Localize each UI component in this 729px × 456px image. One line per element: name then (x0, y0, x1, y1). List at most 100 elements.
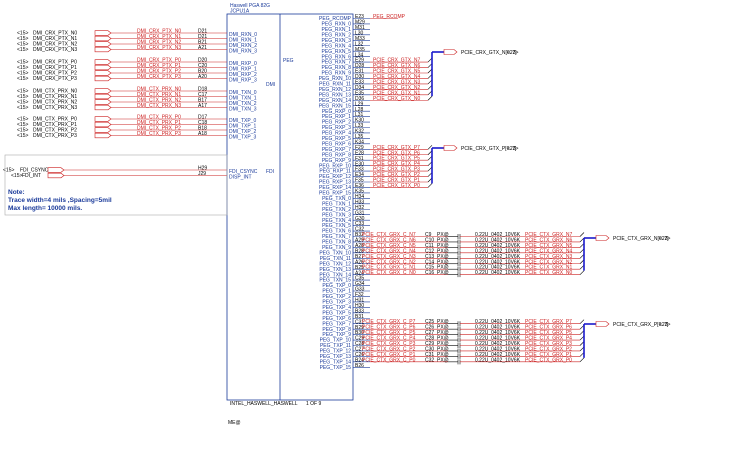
peg-pin-name: PEG_RXN_11 (319, 82, 351, 88)
fdi-pin-name: FDI_CSYNC (229, 169, 258, 175)
peg-pin-name: PEG_RXN_13 (319, 92, 351, 98)
bus-label: PCIE_CRX_GTX_N[0..7] (461, 50, 517, 56)
cap-refdes: C28 (425, 336, 434, 342)
fdi-net-label: FDI_INT (22, 173, 41, 179)
peg-rx-net-label: PCIE_CRX_GTX_N7 (373, 58, 420, 64)
bus-label: PCIE_CTX_GRX_P[0..7] (613, 322, 669, 328)
dmi-wire-net-label: DMI_CTX_PRX_P3 (137, 131, 181, 137)
peg-pin-name: PEG_RXN_10 (319, 76, 351, 82)
dmi-wire-net-label: DMI_CRX_PTX_P2 (137, 68, 181, 74)
peg-tx-net-label: PCIE_CTX_GRX_C_P7 (362, 319, 416, 325)
peg-pin-number: M35 (355, 47, 365, 53)
cap-value: 0.22U_0402_10V6K (475, 270, 521, 276)
cap-refdes: C14 (425, 259, 434, 265)
dmi-connector-arrow (94, 46, 112, 53)
peg-pin-number: E29 (355, 58, 364, 64)
dmi-connector-arrow (94, 132, 112, 139)
dmi-pin-number: B17 (198, 97, 207, 103)
dmi-pin-name: DMI_RXP_1 (229, 67, 257, 73)
bus-entry (579, 319, 585, 324)
peg-pin-number: L32 (355, 41, 364, 47)
peg-pin-number: E36 (355, 183, 364, 189)
cap-value: 0.22U_0402_10V6K (475, 330, 521, 336)
peg-pin-name: PEG_RXN_0 (322, 22, 352, 28)
peg-pin-name: PEG_RXN_4 (322, 43, 352, 49)
cap-variant: PX@ (437, 352, 449, 358)
peg-rx-net-label: PCIE_CRX_GTX_P4 (373, 161, 420, 167)
dmi-wire-net-label: DMI_CTX_PRX_N3 (137, 103, 181, 109)
dmi-pin-name: DMI_TXN_1 (229, 96, 257, 102)
bus-entry (579, 270, 585, 275)
cap-value: 0.22U_0402_10V6K (475, 254, 521, 260)
peg-pin-name: PEG_RXP_5 (322, 136, 351, 142)
cap-variant: PX@ (437, 237, 449, 243)
peg-pin-name: PEG_RXN_6 (322, 54, 352, 60)
peg-pin-name: PEG_RXP_0 (322, 109, 351, 115)
dmi-connector-arrow (94, 41, 112, 47)
peg-pin-number: L29 (355, 101, 364, 107)
peg-pin-number: M31 (355, 25, 365, 31)
dmi-wire-net-label: DMI_CTX_PRX_N0 (137, 86, 181, 92)
dmi-wire-net-label: DMI_CRX_PTX_P3 (137, 74, 181, 80)
note-title: Note: (8, 189, 25, 196)
peg-pin-number: B31 (355, 314, 364, 320)
peg-tx-net-label: PCIE_CTX_GRX_C_N5 (362, 243, 416, 249)
dmi-ref-label: <15> (17, 133, 28, 139)
cap-out-net-label: PCIE_CTX_GRX_N5 (525, 243, 572, 249)
dmi-wire-net-label: DMI_CTX_PRX_P1 (137, 120, 181, 126)
peg-tx-net-label: PCIE_CTX_GRX_C_P6 (362, 325, 416, 331)
cap-out-net-label: PCIE_CTX_GRX_P4 (525, 336, 572, 342)
bus-label: PCIE_CTX_GRX_N[0..7] (613, 236, 669, 242)
dmi-pin-number: D21 (198, 34, 207, 40)
peg-pin-name: PEG_TXP_12 (320, 349, 352, 355)
peg-pin-name: PEG_TXN_5 (322, 223, 351, 229)
peg-pin-name: PEG_TXN_8 (322, 240, 351, 246)
dmi-ref-label: <15> (17, 31, 28, 37)
dmi-wire-net-label: DMI_CRX_PTX_N1 (137, 34, 181, 40)
peg-pin-number: C35 (355, 276, 364, 282)
dmi-ref-label: <15> (17, 94, 28, 100)
peg-pin-name: PEG_TXN_2 (322, 207, 351, 213)
peg-pin-name: PEG_RXN_8 (322, 65, 352, 71)
cap-variant: PX@ (437, 330, 449, 336)
fdi-connector-arrow (47, 172, 65, 179)
dmi-pin-number: D21 (198, 28, 207, 34)
peg-rx-net-label: PCIE_CRX_GTX_P2 (373, 172, 420, 178)
peg-pin-number: G34 (355, 281, 365, 287)
peg-rx-net-label: PCIE_CRX_GTX_N5 (373, 69, 420, 75)
chip-footer: ME@ (228, 420, 241, 426)
bus-entry (427, 183, 433, 188)
peg-pin-number: D34 (355, 85, 364, 91)
peg-pin-number: A24 (355, 270, 364, 276)
peg-rx-net-label: PCIE_CRX_GTX_N3 (373, 79, 420, 85)
dmi-connector-arrow (94, 116, 112, 122)
peg-pin-number: F35 (355, 178, 364, 184)
dmi-pin-name: DMI_RXN_3 (229, 49, 257, 55)
cap-value: 0.22U_0402_10V6K (475, 237, 521, 243)
dmi-wire-net-label: DMI_CTX_PRX_P2 (137, 125, 181, 131)
peg-pin-name: PEG_TXN_3 (322, 212, 351, 218)
peg-pin-number: B28 (355, 248, 364, 254)
peg-pin-name: PEG_RXP_14 (319, 185, 351, 191)
peg-tx-net-label: PCIE_CTX_GRX_C_P3 (362, 341, 416, 347)
bus-connector-arrow (443, 145, 458, 151)
peg-pin-name: PEG_TXN_4 (322, 218, 351, 224)
bus: PCIE_CRX_GTX_N[0..7]<23> (431, 49, 518, 97)
